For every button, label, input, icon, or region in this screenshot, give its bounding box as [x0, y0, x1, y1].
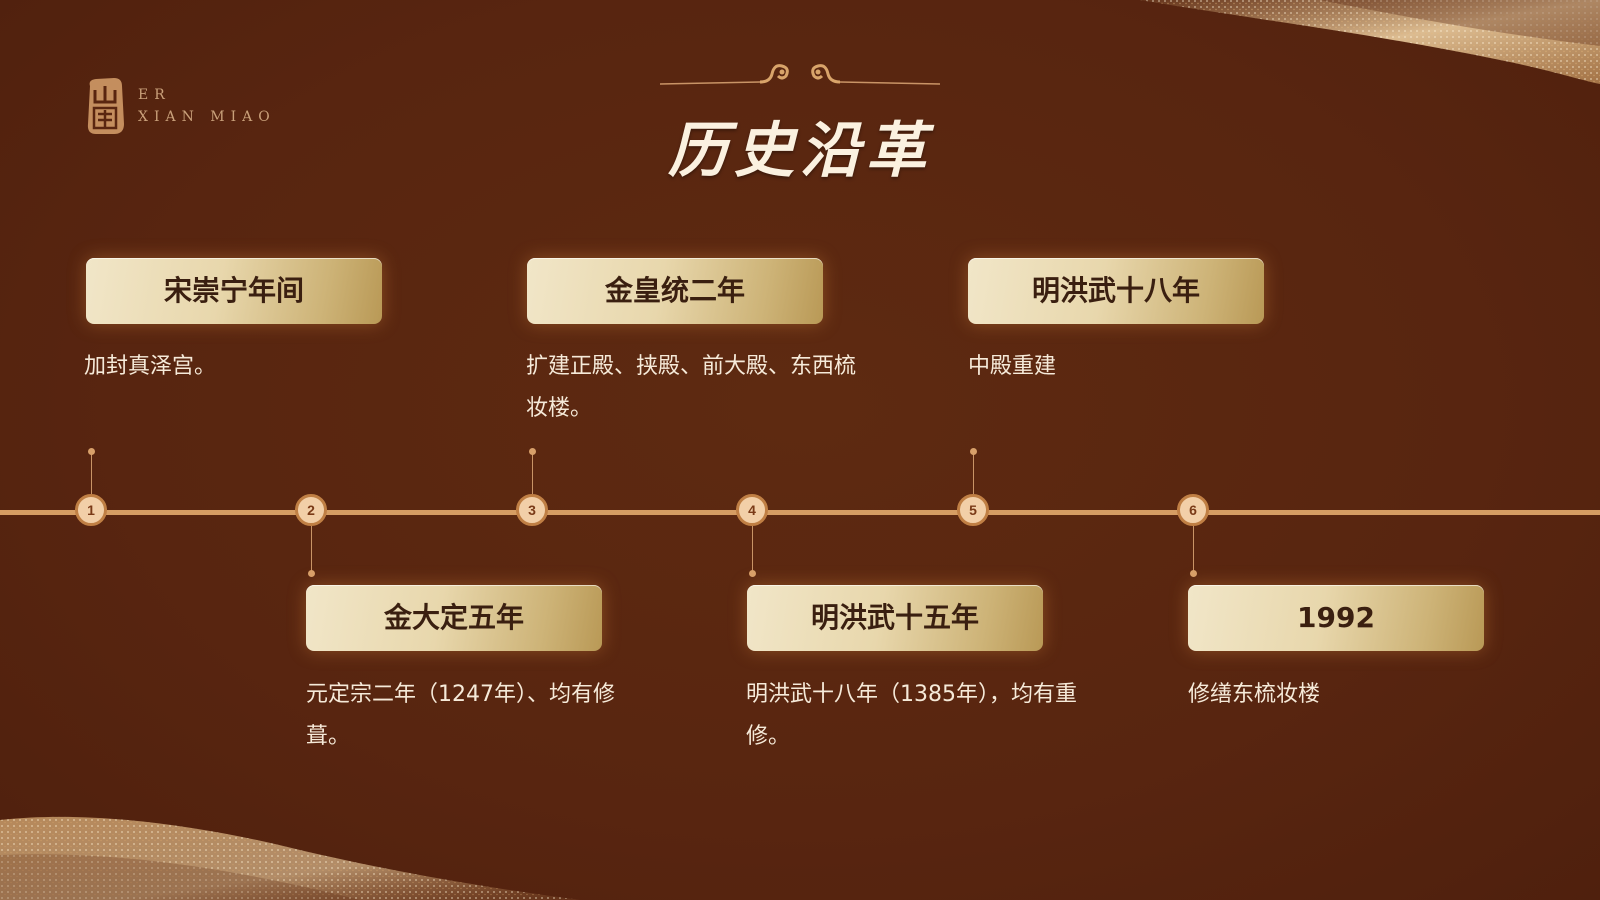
logo: ER XIAN MIAO — [84, 76, 276, 136]
glitter-decoration-bottom — [0, 816, 580, 900]
glitter-decoration-top — [1140, 0, 1600, 84]
timeline-line — [0, 510, 1600, 515]
connector-5 — [969, 448, 977, 494]
connector-dot-3 — [528, 448, 536, 455]
timeline-node-6: 6 — [1177, 494, 1209, 526]
connector-6 — [1189, 526, 1197, 577]
period-box-6: 1992 — [1188, 585, 1484, 651]
logo-line-2: XIAN MIAO — [138, 109, 276, 125]
period-description-5: 中殿重建 — [968, 354, 1057, 379]
connector-4 — [748, 526, 756, 577]
period-description-4: 明洪武十八年（1385年），均有重修。 — [746, 682, 1077, 749]
cloud-ornament-icon — [660, 64, 940, 85]
seal-icon — [87, 78, 124, 134]
period-box-4: 明洪武十五年 — [747, 585, 1043, 651]
connector-dot-5 — [969, 448, 977, 455]
period-box-2: 金大定五年 — [306, 585, 602, 651]
connector-dot-1 — [87, 448, 95, 455]
timeline-node-1: 1 — [75, 494, 107, 526]
logo-line-1: ER — [138, 87, 171, 103]
period-box-5: 明洪武十八年 — [968, 258, 1264, 324]
connector-2 — [307, 526, 315, 577]
connector-1 — [87, 448, 95, 494]
timeline-node-5: 5 — [957, 494, 989, 526]
period-description-1: 加封真泽宫。 — [84, 354, 217, 379]
period-description-6: 修缮东梳妆楼 — [1188, 682, 1321, 707]
period-box-1: 宋崇宁年间 — [86, 258, 382, 324]
period-box-3: 金皇统二年 — [527, 258, 823, 324]
page-title: 历史沿革 — [668, 116, 932, 186]
connector-dot-6 — [1189, 570, 1197, 577]
connector-dot-4 — [748, 570, 756, 577]
timeline-node-3: 3 — [516, 494, 548, 526]
connector-dot-2 — [307, 570, 315, 577]
timeline-node-4: 4 — [736, 494, 768, 526]
period-description-3: 扩建正殿、挟殿、前大殿、东西梳妆楼。 — [526, 354, 857, 421]
logo-text: ER XIAN MIAO — [138, 84, 276, 128]
connector-3 — [528, 448, 536, 494]
timeline-node-2: 2 — [295, 494, 327, 526]
period-description-2: 元定宗二年（1247年）、均有修葺。 — [306, 682, 615, 749]
